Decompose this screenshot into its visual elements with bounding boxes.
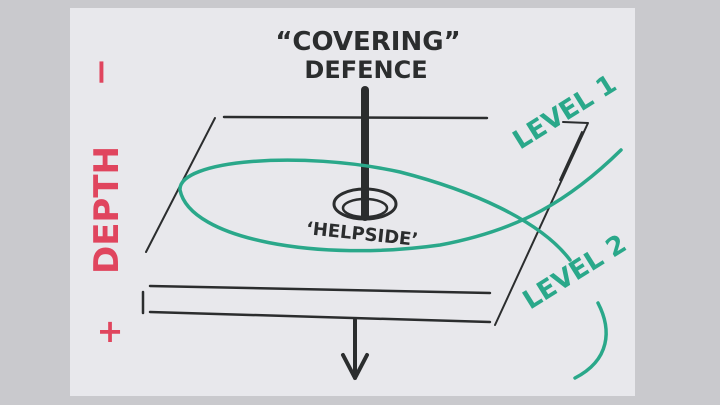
level-loop — [178, 148, 623, 262]
hole-inner — [341, 197, 389, 219]
minus-sign: − — [81, 58, 121, 87]
paper-sheet — [70, 8, 635, 396]
hole-outer — [332, 187, 398, 221]
plus-sign: + — [97, 312, 124, 350]
arrow-down-icon — [341, 318, 369, 380]
title-line-2: DEFENCE — [304, 56, 427, 84]
depth-label: DEPTH — [87, 146, 127, 274]
title-line-1: “COVERING” — [275, 27, 460, 57]
level-2-tail — [573, 301, 608, 380]
